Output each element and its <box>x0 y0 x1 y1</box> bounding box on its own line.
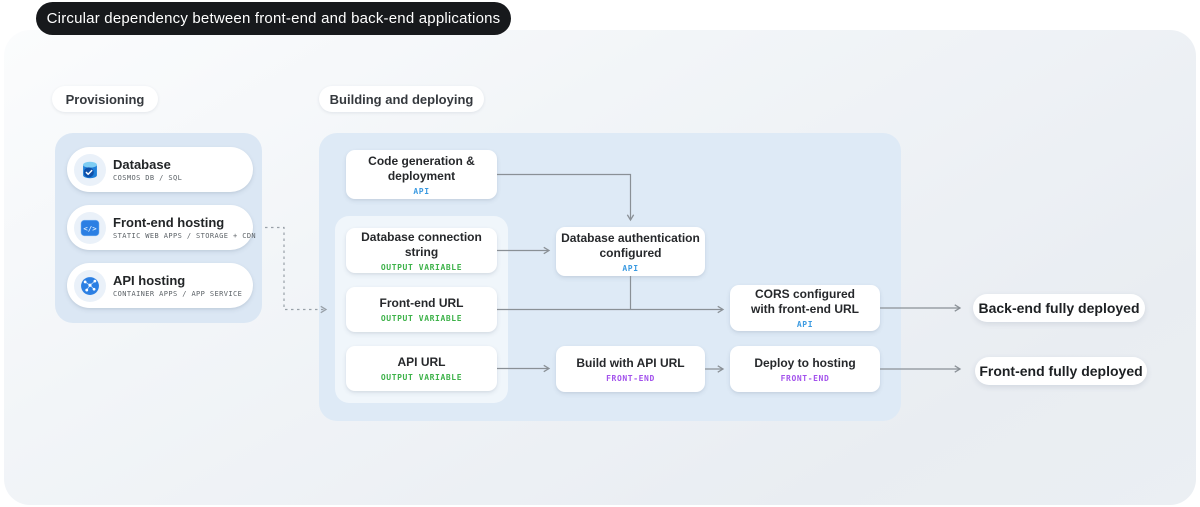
flow-node-title: Database connection string <box>361 229 482 259</box>
flow-node-tag: OUTPUT VARIABLE <box>380 373 463 382</box>
result-backend-deployed: Back-end fully deployed <box>973 294 1145 322</box>
flow-node-cors-configured: CORS configured with front-end URL API <box>730 285 880 331</box>
flow-node-frontend-url: Front-end URL OUTPUT VARIABLE <box>346 287 497 332</box>
globe-network-icon <box>74 269 106 302</box>
provisioning-card-database: Database COSMOS DB / SQL <box>67 147 253 192</box>
flow-node-db-connection-string: Database connection string OUTPUT VARIAB… <box>346 228 497 273</box>
flow-node-tag: OUTPUT VARIABLE <box>380 262 463 272</box>
flow-node-api-url: API URL OUTPUT VARIABLE <box>346 346 497 391</box>
flow-node-title: CORS configured with front-end URL <box>751 287 859 316</box>
flow-node-title: Build with API URL <box>576 355 685 370</box>
flow-node-title: Front-end URL <box>379 296 464 310</box>
flow-node-code-generation: Code generation & deployment API <box>346 150 497 199</box>
flow-node-build-with-api-url: Build with API URL FRONT-END <box>556 346 705 392</box>
provisioning-card-subtitle: COSMOS DB / SQL <box>113 174 183 182</box>
flow-node-tag: API <box>796 320 814 329</box>
flow-node-title: Code generation & deployment <box>368 153 475 183</box>
provisioning-card-title: Front-end hosting <box>113 215 225 230</box>
code-window-icon: </> <box>74 211 106 244</box>
result-frontend-deployed: Front-end fully deployed <box>975 357 1147 385</box>
svg-text:</>: </> <box>83 224 97 233</box>
provisioning-card-api-hosting: API hosting CONTAINER APPS / APP SERVICE <box>67 263 253 308</box>
provisioning-card-subtitle: CONTAINER APPS / APP SERVICE <box>113 290 243 298</box>
flow-node-tag: API <box>413 186 430 196</box>
provisioning-card-title: Database <box>113 157 171 172</box>
flow-node-tag: FRONT-END <box>606 373 655 383</box>
provisioning-card-title: API hosting <box>113 273 186 288</box>
flow-node-deploy-to-hosting: Deploy to hosting FRONT-END <box>730 346 880 392</box>
flow-node-title: Database authentication configured <box>561 230 700 260</box>
flow-node-tag: OUTPUT VARIABLE <box>380 314 463 323</box>
provisioning-card-subtitle: STATIC WEB APPS / STORAGE + CDN <box>113 232 257 240</box>
flow-node-tag: FRONT-END <box>780 373 830 383</box>
database-icon <box>74 153 106 186</box>
page-title: Circular dependency between front-end an… <box>36 2 511 35</box>
section-label-provisioning: Provisioning <box>52 86 158 112</box>
flow-node-db-auth-configured: Database authentication configured API <box>556 227 705 276</box>
flow-node-tag: API <box>622 263 639 273</box>
provisioning-card-frontend-hosting: </> Front-end hosting STATIC WEB APPS / … <box>67 205 257 250</box>
flow-node-title: Deploy to hosting <box>754 355 856 370</box>
section-label-building: Building and deploying <box>319 86 484 112</box>
flow-node-title: API URL <box>397 355 446 369</box>
